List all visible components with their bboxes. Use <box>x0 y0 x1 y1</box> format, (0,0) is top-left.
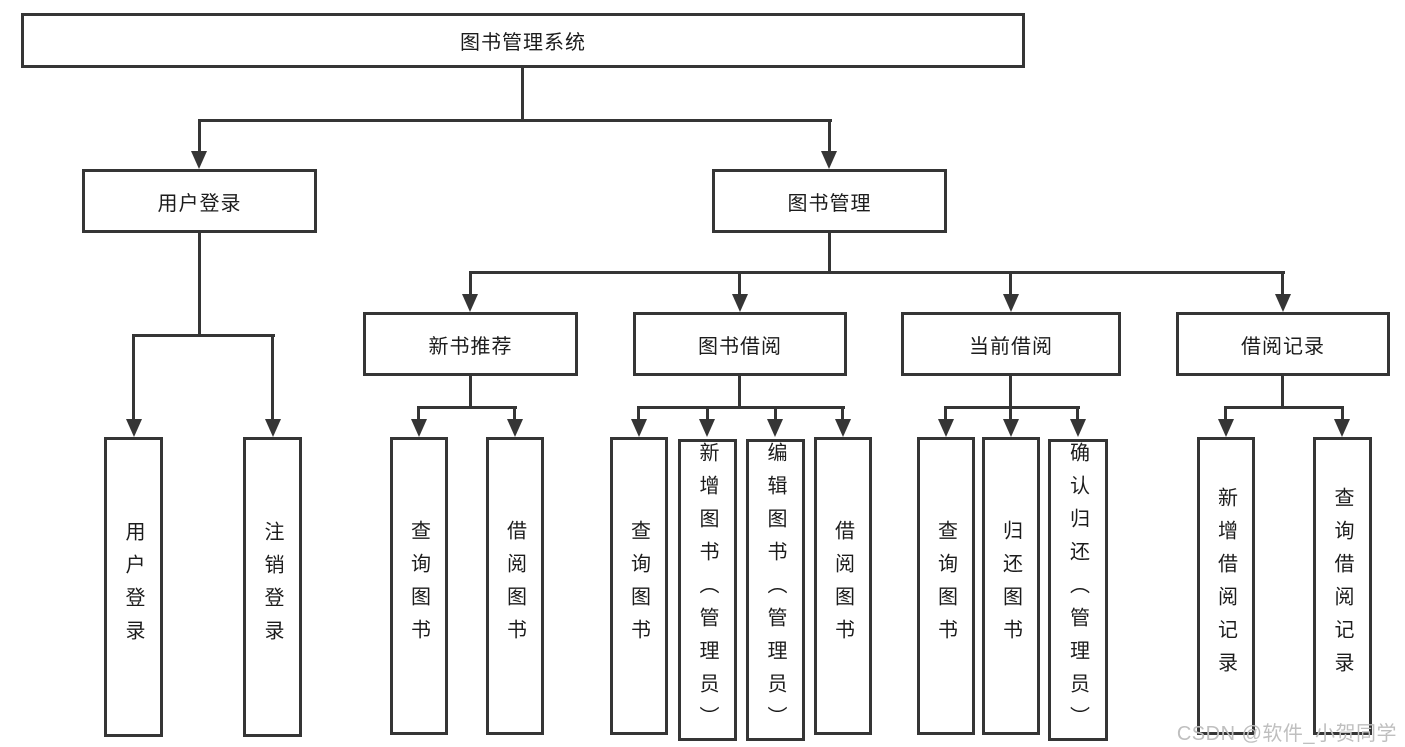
connector-line <box>706 406 709 421</box>
connector-line <box>198 119 201 153</box>
arrowhead-icon <box>821 151 837 169</box>
connector-line <box>637 406 640 421</box>
leaf-confirm-return-admin: 确认归还（管理员） <box>1048 439 1108 741</box>
arrowhead-icon <box>1334 419 1350 437</box>
connector-line <box>774 406 777 421</box>
arrowhead-icon <box>732 294 748 312</box>
arrowhead-icon <box>767 419 783 437</box>
connector-line <box>828 119 831 153</box>
connector-line <box>738 271 741 296</box>
arrowhead-icon <box>265 419 281 437</box>
leaf-borrow-books: 借阅图书 <box>486 437 544 735</box>
arrowhead-icon <box>938 419 954 437</box>
connector-line <box>469 376 472 409</box>
node-book-management: 图书管理 <box>712 169 947 233</box>
connector-line <box>944 406 947 421</box>
connector-line <box>1009 376 1012 409</box>
node-user-login: 用户登录 <box>82 169 317 233</box>
connector-line <box>637 406 845 409</box>
connector-line <box>738 376 741 409</box>
arrowhead-icon <box>631 419 647 437</box>
leaf-borrow-books: 借阅图书 <box>814 437 872 735</box>
arrowhead-icon <box>1218 419 1234 437</box>
arrowhead-icon <box>1275 294 1291 312</box>
leaf-add-book-admin: 新增图书（管理员） <box>678 439 737 741</box>
connector-line <box>1076 406 1079 421</box>
connector-line <box>469 271 472 296</box>
node-library-management-system: 图书管理系统 <box>21 13 1025 68</box>
arrowhead-icon <box>462 294 478 312</box>
arrowhead-icon <box>411 419 427 437</box>
leaf-return-books: 归还图书 <box>982 437 1040 735</box>
arrowhead-icon <box>191 151 207 169</box>
connector-line <box>417 406 517 409</box>
leaf-query-borrow-record: 查询借阅记录 <box>1313 437 1372 735</box>
connector-line <box>198 233 201 337</box>
connector-line <box>1009 271 1012 296</box>
connector-line <box>944 406 1080 409</box>
leaf-query-books: 查询图书 <box>917 437 975 735</box>
arrowhead-icon <box>126 419 142 437</box>
connector-line <box>1281 376 1284 409</box>
arrowhead-icon <box>1070 419 1086 437</box>
node-book-borrow: 图书借阅 <box>633 312 847 376</box>
leaf-query-books: 查询图书 <box>610 437 668 735</box>
connector-line <box>841 406 844 421</box>
connector-line <box>198 119 832 122</box>
connector-line <box>132 334 275 337</box>
connector-line <box>1281 271 1284 296</box>
node-current-borrow: 当前借阅 <box>901 312 1121 376</box>
arrowhead-icon <box>835 419 851 437</box>
node-new-book-recommend: 新书推荐 <box>363 312 578 376</box>
connector-line <box>469 271 1285 274</box>
connector-line <box>132 334 135 421</box>
connector-line <box>1009 406 1012 421</box>
leaf-user-login: 用户登录 <box>104 437 163 737</box>
node-borrow-records: 借阅记录 <box>1176 312 1390 376</box>
connector-line <box>513 406 516 421</box>
leaf-edit-book-admin: 编辑图书（管理员） <box>746 439 805 741</box>
connector-line <box>1224 406 1344 409</box>
arrowhead-icon <box>507 419 523 437</box>
connector-line <box>417 406 420 421</box>
watermark-text: CSDN @软件_小贺同学 <box>1176 723 1397 745</box>
arrowhead-icon <box>1003 419 1019 437</box>
arrowhead-icon <box>699 419 715 437</box>
leaf-logout: 注销登录 <box>243 437 302 737</box>
connector-line <box>521 68 524 122</box>
connector-line <box>1341 406 1344 421</box>
arrowhead-icon <box>1003 294 1019 312</box>
connector-line <box>828 233 831 274</box>
leaf-add-borrow-record: 新增借阅记录 <box>1197 437 1255 735</box>
connector-line <box>1224 406 1227 421</box>
connector-line <box>271 334 274 421</box>
leaf-query-books: 查询图书 <box>390 437 448 735</box>
